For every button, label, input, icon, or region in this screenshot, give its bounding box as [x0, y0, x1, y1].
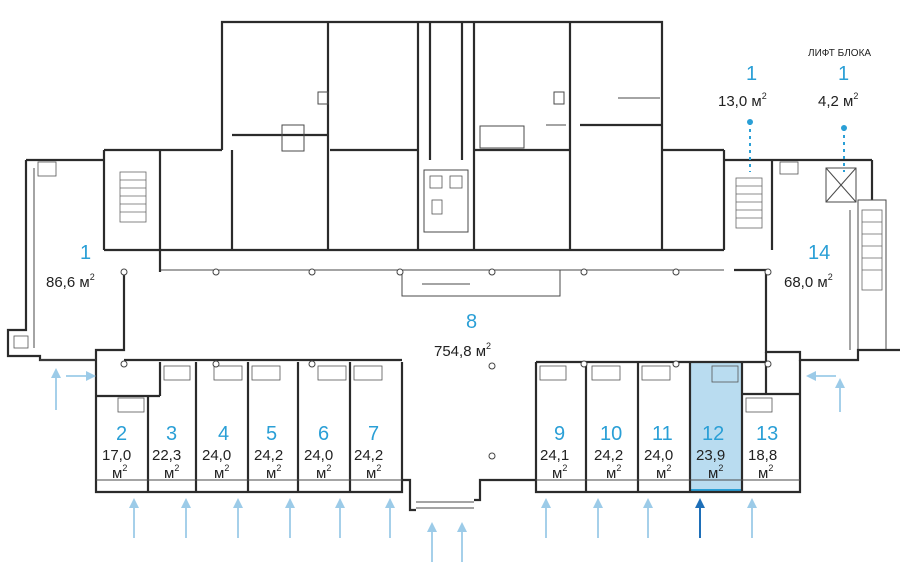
svg-text:22,3: 22,3	[152, 447, 181, 464]
room-2-label[interactable]: 2 17,0 м2	[102, 423, 131, 482]
svg-text:м2: м2	[656, 463, 671, 482]
svg-text:86,6 м2: 86,6 м2	[46, 272, 95, 291]
arrow-right-up-icon	[835, 378, 845, 412]
arrow-up-icon-main-a	[427, 522, 437, 562]
svg-text:17,0: 17,0	[102, 447, 131, 464]
left-shop-strip	[94, 358, 404, 494]
right-shop-strip	[534, 352, 802, 494]
top-central-block	[220, 20, 664, 160]
svg-text:м2: м2	[552, 463, 567, 482]
room-12-label[interactable]: 12 23,9 м2	[696, 423, 725, 482]
svg-text:754,8 м2: 754,8 м2	[434, 341, 491, 360]
room-13-label[interactable]: 13 18,8 м2	[748, 423, 778, 482]
svg-text:9: 9	[554, 423, 565, 445]
arrow-up-icon-2	[129, 498, 139, 538]
svg-text:м2: м2	[708, 463, 723, 482]
arrow-up-icon-10	[593, 498, 603, 538]
main-entrance	[401, 270, 561, 512]
room-10-label[interactable]: 10 24,2 м2	[594, 423, 623, 482]
svg-text:11: 11	[652, 423, 673, 445]
svg-text:13: 13	[756, 423, 778, 445]
arrow-right-icon	[66, 371, 96, 381]
svg-text:6: 6	[318, 423, 329, 445]
svg-text:м2: м2	[316, 463, 331, 482]
svg-text:68,0 м2: 68,0 м2	[784, 272, 833, 291]
arrow-up-icon-main-b	[457, 522, 467, 562]
svg-text:м2: м2	[214, 463, 229, 482]
svg-text:1: 1	[746, 63, 757, 85]
svg-text:23,9: 23,9	[696, 447, 725, 464]
svg-text:8: 8	[466, 311, 477, 333]
room-14-label[interactable]: 14 68,0 м2	[784, 242, 833, 291]
svg-text:24,2: 24,2	[354, 447, 383, 464]
svg-text:18,8: 18,8	[748, 447, 777, 464]
svg-text:14: 14	[808, 242, 830, 264]
room-4-label[interactable]: 4 24,0 м2	[202, 423, 231, 482]
svg-text:7: 7	[368, 423, 379, 445]
arrow-up-icon-3	[181, 498, 191, 538]
svg-text:5: 5	[266, 423, 277, 445]
arrow-up-icon-5	[285, 498, 295, 538]
arrow-up-icon-7	[385, 498, 395, 538]
svg-text:м2: м2	[164, 463, 179, 482]
room-6-label[interactable]: 6 24,0 м2	[304, 423, 333, 482]
svg-text:12: 12	[702, 423, 724, 445]
arrow-up-icon-4	[233, 498, 243, 538]
entrance-arrows	[51, 368, 845, 562]
svg-text:24,0: 24,0	[202, 447, 231, 464]
room-12-highlight[interactable]	[689, 361, 743, 491]
svg-text:10: 10	[600, 423, 622, 445]
svg-text:24,0: 24,0	[644, 447, 673, 464]
lift-label: ЛИФТ БЛОКА	[808, 48, 871, 59]
room-1-lift-a-label[interactable]: 1 13,0 м2	[718, 63, 767, 110]
room-1-lift-b-label[interactable]: 1 4,2 м2	[818, 63, 858, 110]
svg-text:м2: м2	[606, 463, 621, 482]
arrow-up-icon-12-selected	[695, 498, 705, 538]
svg-text:24,2: 24,2	[594, 447, 623, 464]
room-11-label[interactable]: 11 24,0 м2	[644, 423, 673, 482]
room-8-label[interactable]: 8 754,8 м2	[434, 311, 491, 360]
left-wing	[6, 148, 162, 362]
svg-text:24,2: 24,2	[254, 447, 283, 464]
svg-text:4: 4	[218, 423, 229, 445]
svg-text:24,1: 24,1	[540, 447, 569, 464]
svg-text:1: 1	[80, 242, 91, 264]
svg-text:м2: м2	[366, 463, 381, 482]
svg-text:24,0: 24,0	[304, 447, 333, 464]
room-1-left-label[interactable]: 1 86,6 м2	[46, 242, 95, 291]
left-stair	[119, 171, 147, 223]
columns	[120, 268, 772, 460]
right-stair-small	[735, 177, 763, 229]
arrow-up-icon-6	[335, 498, 345, 538]
room-3-label[interactable]: 3 22,3 м2	[152, 423, 181, 482]
arrow-left-icon	[806, 371, 836, 381]
svg-text:4,2 м2: 4,2 м2	[818, 91, 858, 110]
room-9-label[interactable]: 9 24,1 м2	[540, 423, 569, 482]
arrow-left-up-icon	[51, 368, 61, 410]
svg-text:2: 2	[116, 423, 127, 445]
right-stair	[861, 209, 883, 291]
arrow-up-icon-11	[643, 498, 653, 538]
svg-text:м2: м2	[266, 463, 281, 482]
arrow-up-icon-9	[541, 498, 551, 538]
lift-connectors	[747, 119, 847, 172]
room-5-label[interactable]: 5 24,2 м2	[254, 423, 283, 482]
svg-text:3: 3	[166, 423, 177, 445]
room-7-label[interactable]: 7 24,2 м2	[354, 423, 383, 482]
svg-text:м2: м2	[112, 463, 127, 482]
svg-text:м2: м2	[758, 463, 773, 482]
svg-text:1: 1	[838, 63, 849, 85]
right-wing	[722, 150, 900, 362]
svg-text:13,0 м2: 13,0 м2	[718, 91, 767, 110]
arrow-up-icon-13	[747, 498, 757, 538]
top-middle-rooms	[160, 148, 724, 271]
